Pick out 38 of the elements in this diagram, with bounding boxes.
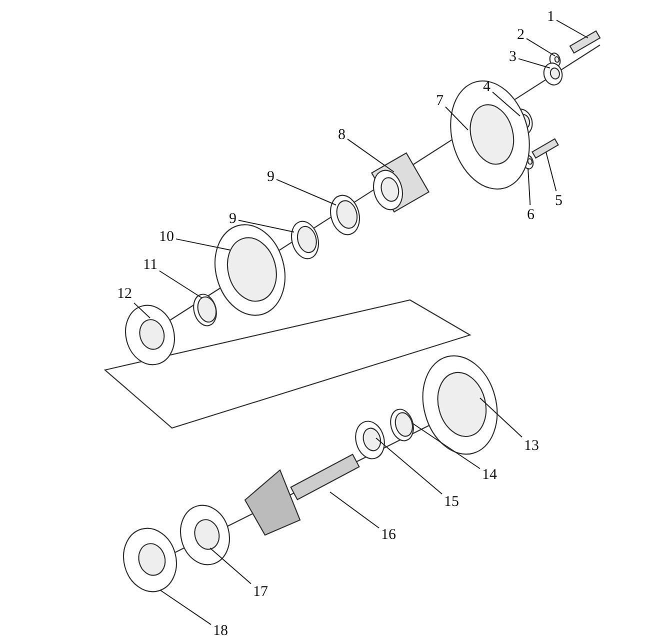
- callout-number: 13: [523, 437, 540, 455]
- leader-line: [238, 220, 294, 232]
- leader-line: [347, 138, 394, 172]
- callout-number: 8: [337, 126, 346, 144]
- callout-number: 12: [116, 285, 133, 303]
- leader-line: [276, 178, 336, 206]
- callout-number: 9: [228, 210, 238, 228]
- leader-line: [330, 492, 380, 529]
- callout-number: 17: [252, 583, 269, 601]
- callout-number: 6: [526, 206, 536, 224]
- leader-line: [518, 58, 550, 68]
- callout-number: 2: [516, 26, 526, 44]
- callout-number: 11: [142, 256, 158, 274]
- leader-line: [158, 270, 202, 298]
- callout-number: 4: [482, 78, 492, 96]
- leader-line: [492, 92, 520, 116]
- callout-number: 9: [266, 168, 276, 186]
- callout-number: 14: [481, 466, 498, 484]
- leader-line: [376, 438, 442, 494]
- leader-line: [546, 152, 557, 192]
- leader-line: [176, 238, 230, 250]
- leader-line: [445, 106, 468, 130]
- leader-line: [160, 590, 212, 626]
- leader-line: [528, 168, 531, 206]
- leader-line: [526, 38, 556, 56]
- callout-number: 5: [554, 192, 564, 210]
- callout-number: 10: [158, 228, 175, 246]
- callout-number: 18: [212, 622, 229, 639]
- callout-number: 16: [380, 526, 397, 544]
- callout-number: 1: [546, 8, 556, 26]
- leader-line: [556, 20, 588, 38]
- leader-line: [480, 398, 522, 438]
- leader-line: [134, 302, 150, 318]
- callout-number: 3: [508, 48, 518, 66]
- leader-line: [210, 548, 252, 584]
- callout-number: 15: [443, 493, 460, 511]
- leader-line: [412, 422, 480, 470]
- callout-number: 7: [435, 92, 444, 110]
